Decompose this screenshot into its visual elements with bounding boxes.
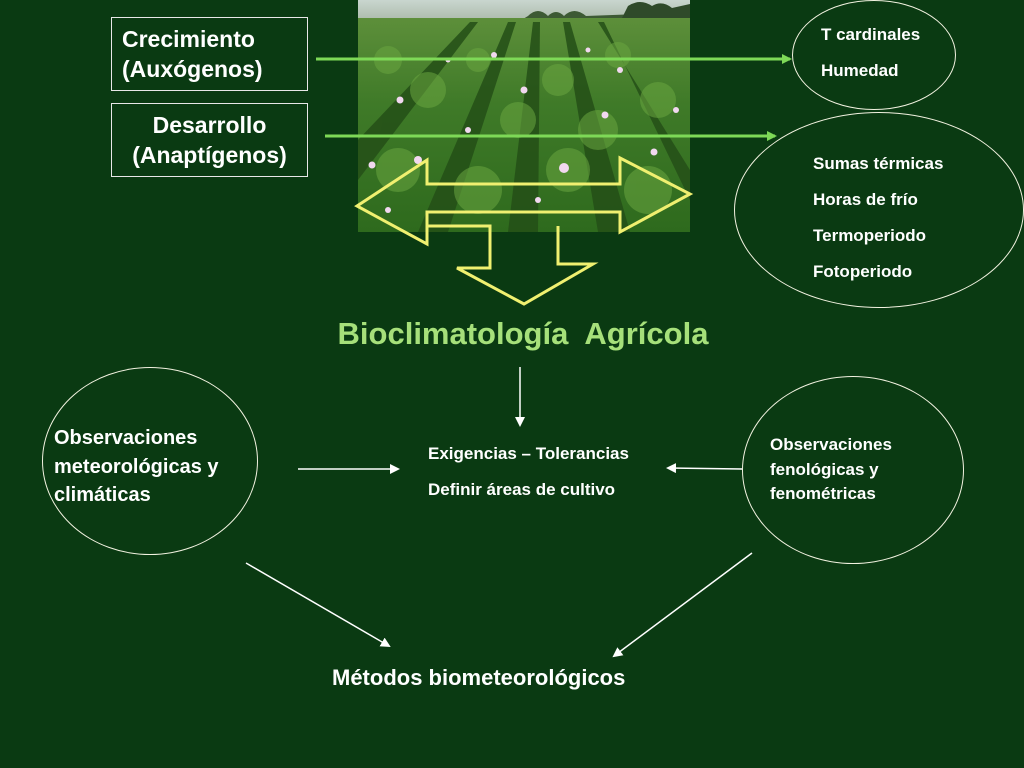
growth-box: Crecimiento (Auxógenos) bbox=[111, 17, 308, 91]
development-box: Desarrollo (Anaptígenos) bbox=[111, 103, 308, 177]
phenological-to-center-arrow bbox=[666, 463, 743, 474]
meteorological-line-1: meteorológicas y bbox=[54, 456, 219, 478]
down-arrow-outline bbox=[427, 224, 599, 306]
thermal-item-0: Sumas térmicas bbox=[813, 154, 944, 173]
meteorological-ellipse bbox=[42, 367, 258, 555]
cardinal-ellipse bbox=[792, 0, 956, 110]
growth-label-line2: (Auxógenos) bbox=[122, 56, 263, 82]
cardinal-item-0: T cardinales bbox=[821, 25, 921, 44]
thermal-item-1: Horas de frío bbox=[813, 190, 918, 209]
phenological-line-1: fenológicas y bbox=[770, 460, 879, 479]
requirements-text: Exigencias – Tolerancias bbox=[428, 444, 629, 463]
meteorological-to-methods-arrow bbox=[245, 562, 391, 648]
phenological-to-methods-arrow bbox=[612, 552, 753, 658]
thermal-item-2: Termoperiodo bbox=[813, 226, 927, 245]
development-label-line2: (Anaptígenos) bbox=[132, 142, 287, 168]
crop-field-photo bbox=[358, 0, 690, 232]
thermal-item-3: Fotoperiodo bbox=[813, 262, 913, 281]
phenological-line-0: Observaciones bbox=[770, 435, 892, 454]
cultivation-areas-text: Definir áreas de cultivo bbox=[428, 480, 616, 499]
diagram-title: Bioclimatología Agrícola bbox=[337, 316, 709, 351]
phenological-line-2: fenométricas bbox=[770, 484, 876, 503]
meteorological-line-0: Observaciones bbox=[54, 427, 198, 449]
phenological-ellipse bbox=[742, 376, 964, 564]
growth-label-line1: Crecimiento bbox=[122, 26, 255, 52]
meteorological-line-2: climáticas bbox=[54, 484, 151, 506]
biometeorological-methods: Métodos biometeorológicos bbox=[332, 665, 626, 690]
double-arrow-horizontal bbox=[354, 155, 694, 247]
development-label-line1: Desarrollo bbox=[152, 112, 267, 138]
cardinal-item-1: Humedad bbox=[821, 61, 899, 80]
